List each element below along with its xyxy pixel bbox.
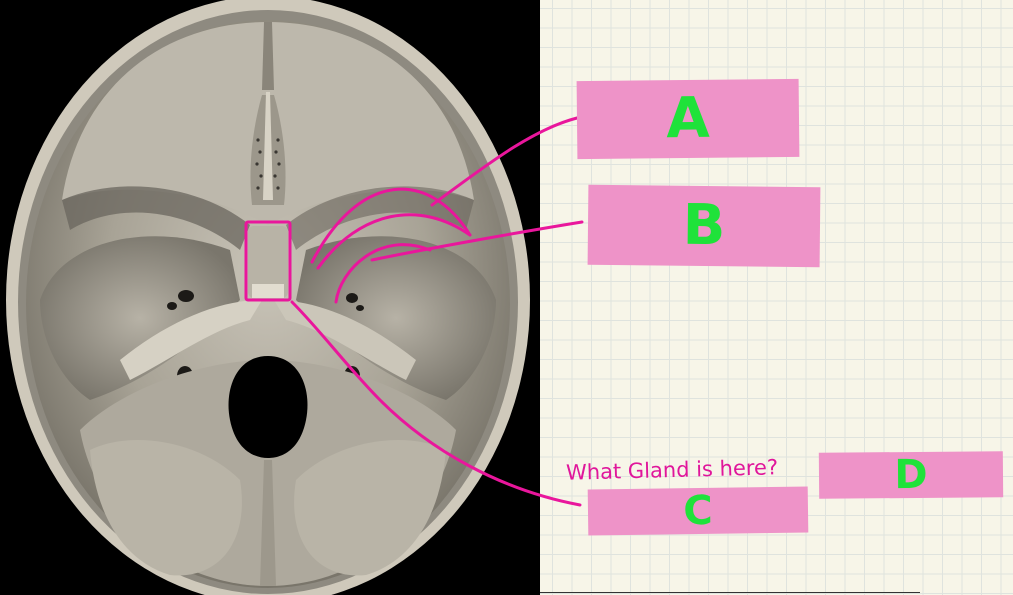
label-b-text: B [682, 192, 726, 259]
occipital-crest [260, 460, 276, 586]
cribriform-foramina [255, 138, 281, 190]
label-a-text: A [665, 85, 711, 152]
label-box-d[interactable]: D [818, 451, 1004, 499]
label-box-c[interactable]: C [587, 486, 809, 536]
foramen-magnum [228, 356, 308, 458]
frontal-crest [262, 22, 274, 90]
anterior-fossa-shadow [62, 186, 250, 250]
label-d-text: D [894, 451, 928, 499]
middle-fossa-left [40, 236, 240, 400]
cranial-base-illustration [6, 0, 530, 595]
skull-base-image [6, 0, 530, 595]
page-bottom-rule [540, 592, 920, 593]
dorsum-sellae [252, 284, 284, 298]
label-box-b[interactable]: B [587, 184, 821, 268]
label-c-text: C [682, 487, 713, 535]
posterior-fossa-left-lobe [90, 440, 242, 576]
crista-galli [263, 92, 273, 200]
label-box-a[interactable]: A [576, 78, 800, 160]
petrous-ridge-left [120, 300, 262, 380]
